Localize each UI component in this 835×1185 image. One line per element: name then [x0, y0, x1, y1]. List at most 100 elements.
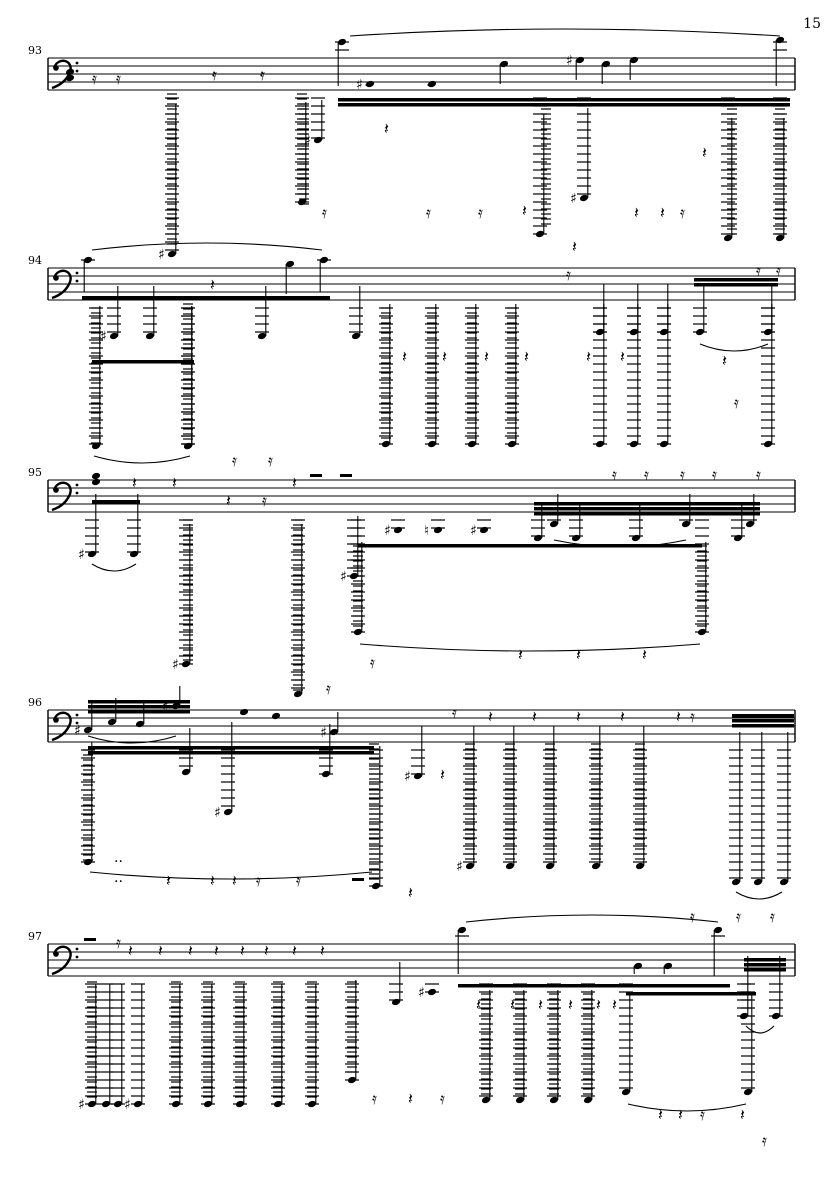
notehead	[575, 56, 585, 64]
notehead	[135, 720, 145, 728]
quarter-rest-icon: 𝄽	[612, 995, 617, 1014]
quarter-rest-icon: 𝄽	[702, 143, 707, 162]
note	[479, 983, 493, 1104]
staff-system-5	[47, 943, 796, 977]
quarter-rest-icon: 𝄽	[166, 871, 171, 890]
note	[89, 306, 103, 450]
notehead	[83, 726, 93, 734]
note	[271, 712, 281, 720]
bass-clef-icon	[51, 481, 79, 512]
note	[221, 722, 235, 816]
sixtyfourth-rest-icon: 𝄿	[612, 465, 617, 484]
sixtyfourth-rest-icon: 𝄿	[326, 679, 331, 698]
note	[131, 983, 145, 1108]
note	[657, 304, 671, 448]
sharp-icon: ♯	[78, 1097, 85, 1113]
sixtyfourth-rest-icon: 𝄿	[426, 203, 431, 222]
quarter-rest-icon: 𝄽	[440, 765, 445, 784]
quarter-rest-icon: 𝄽	[210, 275, 215, 294]
notehead	[499, 60, 509, 68]
note	[201, 983, 215, 1108]
sharp-icon: ♯	[404, 769, 411, 785]
notehead	[109, 332, 119, 340]
note	[533, 97, 547, 238]
sixtyfourth-rest-icon: 𝄿	[712, 465, 717, 484]
clef-dot	[75, 955, 79, 959]
note	[627, 304, 641, 448]
quarter-rest-icon: 𝄽	[476, 995, 481, 1014]
notehead	[393, 526, 403, 534]
tie	[465, 914, 719, 923]
clef-head	[53, 275, 59, 281]
note	[773, 97, 787, 242]
beam	[694, 278, 778, 282]
beam-group	[82, 296, 330, 300]
note	[143, 286, 157, 340]
beam	[732, 719, 794, 723]
bass-clef-icon	[51, 711, 79, 742]
sixtyfourth-rest-icon: 𝄿	[478, 203, 483, 222]
note	[181, 306, 195, 450]
note	[589, 726, 603, 870]
quarter-rest-icon: 𝄽	[402, 347, 407, 366]
quarter-rest-icon: 𝄽	[740, 1105, 745, 1124]
notehead	[271, 712, 281, 720]
notehead	[433, 526, 443, 534]
note	[389, 962, 403, 1006]
note	[99, 983, 113, 1108]
beam-group	[732, 714, 794, 728]
note	[345, 980, 359, 1084]
quarter-rest-icon: 𝄽	[572, 237, 577, 256]
sharp-icon: ♯	[320, 725, 327, 741]
beam	[82, 296, 330, 300]
notehead	[329, 728, 339, 736]
clef-dot	[75, 61, 79, 65]
note	[777, 732, 791, 886]
notehead	[91, 478, 101, 486]
sixtyfourth-rest-icon: 𝄿	[452, 703, 457, 722]
quarter-rest-icon: 𝄽	[232, 871, 237, 890]
note	[335, 38, 349, 86]
sixtyfourth-rest-icon: 𝄿	[770, 907, 775, 926]
note	[633, 962, 643, 974]
notehead	[479, 526, 489, 534]
sixtyfourth-rest-icon: 𝄿	[116, 933, 121, 952]
clef-dot	[75, 721, 79, 725]
quarter-rest-icon: 𝄽	[522, 201, 527, 220]
notehead	[753, 878, 763, 886]
note	[593, 304, 607, 448]
notehead	[285, 260, 295, 268]
note	[349, 286, 363, 340]
note	[411, 726, 425, 780]
note-elements: 𝄿𝄿♯𝄿𝄿♯♯♯♯𝄽𝄽𝄽𝄽𝄿𝄿𝄿𝄿𝄽♯𝄽𝄽𝄽𝄽𝄽𝄽𝄿𝄽𝄽𝄽𝄿𝄿𝄿𝄽𝄽𝄿𝄿𝄽♯♯𝄽…	[65, 28, 794, 1150]
notehead	[713, 926, 723, 934]
quarter-rest-icon: 𝄽	[488, 707, 493, 726]
notehead	[745, 520, 755, 528]
note	[693, 284, 707, 336]
notehead	[591, 862, 601, 870]
beam	[358, 544, 702, 548]
note	[271, 983, 285, 1108]
quarter-rest-icon: 𝄽	[320, 941, 325, 960]
note	[85, 494, 99, 558]
note	[581, 983, 595, 1104]
sixtyfourth-rest-icon: 𝄿	[756, 261, 761, 280]
sharp-icon: ♯	[124, 1097, 131, 1113]
sixtyfourth-rest-icon: 𝄿	[262, 491, 267, 510]
note	[179, 728, 193, 776]
sharp-icon: ♯	[566, 53, 573, 69]
quarter-rest-icon: 𝄽	[586, 347, 591, 366]
note	[107, 286, 121, 340]
clef-dot	[75, 279, 79, 283]
note	[499, 60, 509, 84]
tie	[91, 563, 137, 572]
clef-dot	[75, 483, 79, 487]
notehead	[731, 878, 741, 886]
clef-head	[53, 951, 59, 957]
beam	[534, 502, 760, 506]
notehead	[779, 878, 789, 886]
notehead	[633, 962, 643, 970]
notehead	[629, 56, 639, 64]
